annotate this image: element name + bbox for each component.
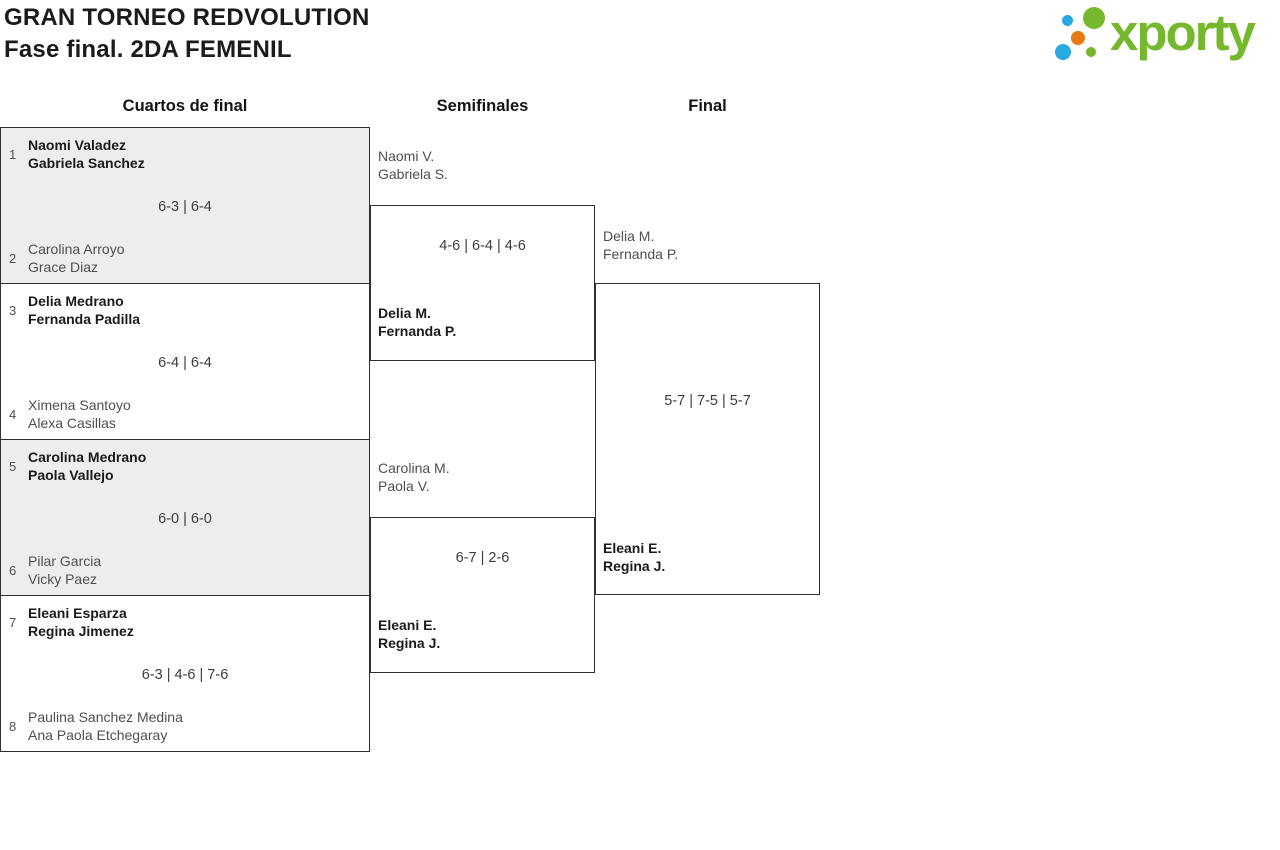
team-name-line: Eleani E. [378,617,437,633]
team-name-line: Fernanda P. [603,246,679,262]
match-score: 6-3 | 6-4 [158,199,212,215]
seed-number: 7 [9,615,17,630]
phase-category: Fase final. 2DA FEMENIL [4,36,292,63]
team-name-line: Gabriela Sanchez [28,155,145,171]
team-name-line: Regina Jimenez [28,623,134,639]
team-name-line: Grace Diaz [28,259,99,275]
team-name-line: Carolina Medrano [28,449,147,465]
team-name-line: Delia Medrano [28,293,124,309]
round-header-semifinales: Semifinales [436,97,529,115]
team-names: Naomi Valadez Gabriela Sanchez [28,136,145,172]
team-name-line: Delia M. [378,305,431,321]
team-name-line: Naomi V. [378,148,435,164]
team-name-line: Naomi Valadez [28,137,127,153]
logo-dot-icon [1071,31,1085,45]
team-name-line: Carolina M. [378,460,450,476]
logo-wordmark: xporty [1110,4,1256,61]
team-name-line: Paola Vallejo [28,467,114,483]
team-names: Carolina M. Paola V. [378,459,450,495]
match-quarterfinal-1[interactable]: 1 Naomi Valadez Gabriela Sanchez 6-3 | 6… [0,127,370,284]
match-semifinal-1[interactable]: Naomi V. Gabriela S. 4-6 | 6-4 | 4-6 Del… [370,148,595,361]
match-score: 6-3 | 4-6 | 7-6 [141,667,229,683]
team-names: Pilar Garcia Vicky Paez [28,552,101,588]
team-name-line: Fernanda Padilla [28,311,141,327]
seed-number: 5 [9,459,17,474]
team-name-line: Regina J. [378,635,441,651]
team-names: Delia M. Fernanda P. [603,227,678,263]
team-names: Delia M. Fernanda P. [378,304,456,340]
match-final[interactable]: Delia M. Fernanda P. 5-7 | 7-5 | 5-7 Ele… [595,228,820,595]
team-name-line: Paola V. [378,478,430,494]
tournament-name: GRAN TORNEO REDVOLUTION [4,4,370,31]
page-title: GRAN TORNEO REDVOLUTION Fase final. 2DA … [4,2,370,66]
team-name-line: Regina J. [603,558,666,574]
team-names: Eleani Esparza Regina Jimenez [28,604,134,640]
match-quarterfinal-4[interactable]: 7 Eleani Esparza Regina Jimenez 6-3 | 4-… [0,595,370,752]
team-name-line: Pilar Garcia [28,553,102,569]
team-name-line: Eleani E. [603,540,662,556]
team-name-line: Alexa Casillas [28,415,116,431]
team-name-line: Ana Paola Etchegaray [28,727,168,743]
team-names: Naomi V. Gabriela S. [378,147,448,183]
xporty-logo[interactable]: xporty [1045,0,1280,72]
match-score: 6-7 | 2-6 [455,550,510,566]
team-names: Ximena Santoyo Alexa Casillas [28,396,131,432]
team-name-line: Fernanda P. [378,323,457,339]
match-score: 5-7 | 7-5 | 5-7 [664,393,751,409]
match-quarterfinal-3[interactable]: 5 Carolina Medrano Paola Vallejo 6-0 | 6… [0,439,370,596]
team-names: Eleani E. Regina J. [603,539,665,575]
match-score: 4-6 | 6-4 | 4-6 [439,238,526,254]
team-names: Eleani E. Regina J. [378,616,440,652]
match-quarterfinal-2[interactable]: 3 Delia Medrano Fernanda Padilla 6-4 | 6… [0,283,370,440]
team-names: Delia Medrano Fernanda Padilla [28,292,140,328]
round-header-cuartos: Cuartos de final [122,97,248,115]
logo-dot-icon [1062,15,1073,26]
seed-number: 8 [9,719,17,734]
round-header-final: Final [688,97,727,115]
team-names: Paulina Sanchez Medina Ana Paola Etchega… [28,708,183,744]
team-names: Carolina Arroyo Grace Diaz [28,240,125,276]
team-name-line: Delia M. [603,228,655,244]
team-name-line: Eleani Esparza [28,605,127,621]
team-name-line: Ximena Santoyo [28,397,131,413]
logo-dot-icon [1086,47,1096,57]
match-semifinal-2[interactable]: Carolina M. Paola V. 6-7 | 2-6 Eleani E.… [370,460,595,673]
match-score: 6-4 | 6-4 [158,355,212,371]
seed-number: 2 [9,251,17,266]
match-score: 6-0 | 6-0 [158,511,212,527]
seed-number: 3 [9,303,17,318]
seed-number: 6 [9,563,17,578]
team-name-line: Gabriela S. [378,166,449,182]
logo-dot-icon [1055,44,1071,60]
seed-number: 1 [9,147,17,162]
team-name-line: Paulina Sanchez Medina [28,709,183,725]
seed-number: 4 [9,407,17,422]
team-names: Carolina Medrano Paola Vallejo [28,448,146,484]
team-name-line: Carolina Arroyo [28,241,125,257]
team-name-line: Vicky Paez [28,571,97,587]
logo-dot-icon [1083,7,1105,29]
